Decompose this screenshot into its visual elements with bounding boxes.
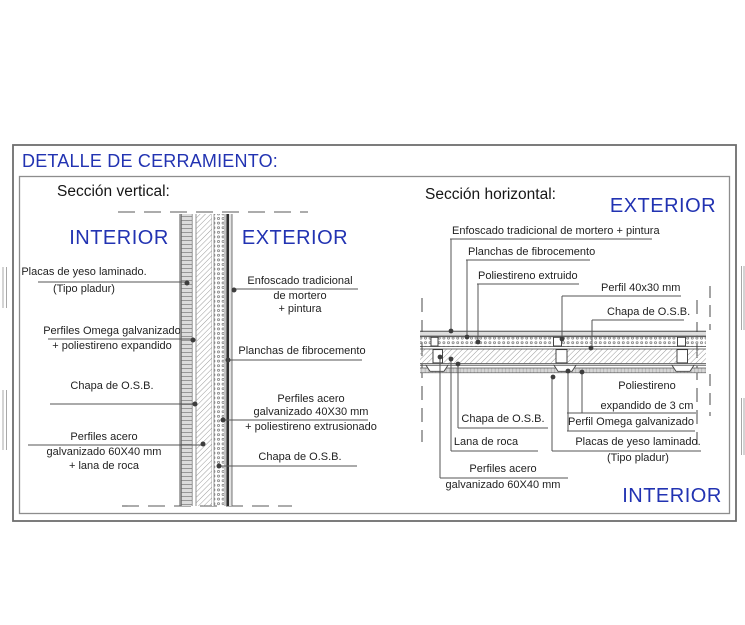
- horizontal-exterior-marker: EXTERIOR: [609, 195, 717, 217]
- label-h-poliestireno-expandido: Poliestireno: [618, 380, 676, 392]
- label-placas-yeso: Placas de yeso laminado.: [21, 266, 147, 278]
- label-h-poliestireno-extruido: Poliestireno extruido: [478, 270, 578, 282]
- omega-profile-bumps: [425, 364, 695, 372]
- outer-border: [12, 144, 737, 522]
- label-perfiles-acero-40: Perfiles acero: [277, 393, 345, 405]
- vertical-wall: [179, 214, 233, 506]
- label-perfiles-acero-40-3: + poliestireno extrusionado: [245, 421, 377, 433]
- label-chapa-osb-left: Chapa de O.S.B.: [70, 380, 154, 392]
- label-h-chapa-osb: Chapa de O.S.B.: [461, 413, 545, 425]
- label-perfiles-acero-60-3: + lana de roca: [68, 460, 140, 472]
- label-enfoscado-2: de mortero: [273, 290, 327, 302]
- label-h-perfil-40x30: Perfil 40x30 mm: [601, 282, 681, 294]
- vertical-interior-marker: INTERIOR: [69, 227, 169, 249]
- label-h-perfiles-acero-60-2: galvanizado 60X40 mm: [445, 479, 561, 491]
- label-h-planchas: Planchas de fibrocemento: [468, 246, 596, 258]
- label-enfoscado-3: + pintura: [278, 303, 322, 315]
- label-perfiles-acero-40-2: galvanizado 40X30 mm: [253, 406, 369, 418]
- leader-lines: [28, 238, 701, 479]
- horizontal-section-heading: Sección horizontal:: [425, 186, 556, 203]
- label-h-placas-yeso: Placas de yeso laminado.: [575, 436, 701, 448]
- label-h-placas-yeso-2: (Tipo pladur): [607, 452, 669, 464]
- vertical-section-heading: Sección vertical:: [57, 183, 170, 200]
- label-chapa-osb-right: Chapa de O.S.B.: [258, 451, 342, 463]
- label-h-enfoscado: Enfoscado tradicional de mortero + pintu…: [452, 225, 660, 237]
- label-planchas-fibrocemento: Planchas de fibrocemento: [238, 345, 366, 357]
- page-title: DETALLE DE CERRAMIENTO:: [22, 151, 278, 171]
- label-perfiles-acero-60: Perfiles acero: [70, 431, 138, 443]
- horizontal-interior-marker: INTERIOR: [622, 485, 722, 507]
- label-perfiles-omega: Perfiles Omega galvanizado: [43, 325, 181, 337]
- leader-dots: [184, 280, 594, 469]
- label-h-lana-de-roca: Lana de roca: [453, 436, 519, 448]
- label-h-poliestireno-expandido-2: expandido de 3 cm: [600, 400, 694, 412]
- horizontal-wall: [420, 330, 706, 374]
- label-h-chapa-osb-top: Chapa de O.S.B.: [607, 306, 691, 318]
- label-perfiles-omega-2: + poliestireno expandido: [52, 340, 172, 352]
- vertical-exterior-marker: EXTERIOR: [241, 227, 349, 249]
- label-enfoscado: Enfoscado tradicional: [247, 275, 353, 287]
- label-h-perfil-omega: Perfil Omega galvanizado: [568, 416, 694, 428]
- edge-marks: [2, 266, 745, 455]
- inner-border: [18, 175, 731, 515]
- label-perfiles-acero-60-2: galvanizado 60X40 mm: [46, 446, 162, 458]
- label-placas-yeso-2: (Tipo pladur): [53, 283, 115, 295]
- label-h-perfiles-acero-60: Perfiles acero: [469, 463, 537, 475]
